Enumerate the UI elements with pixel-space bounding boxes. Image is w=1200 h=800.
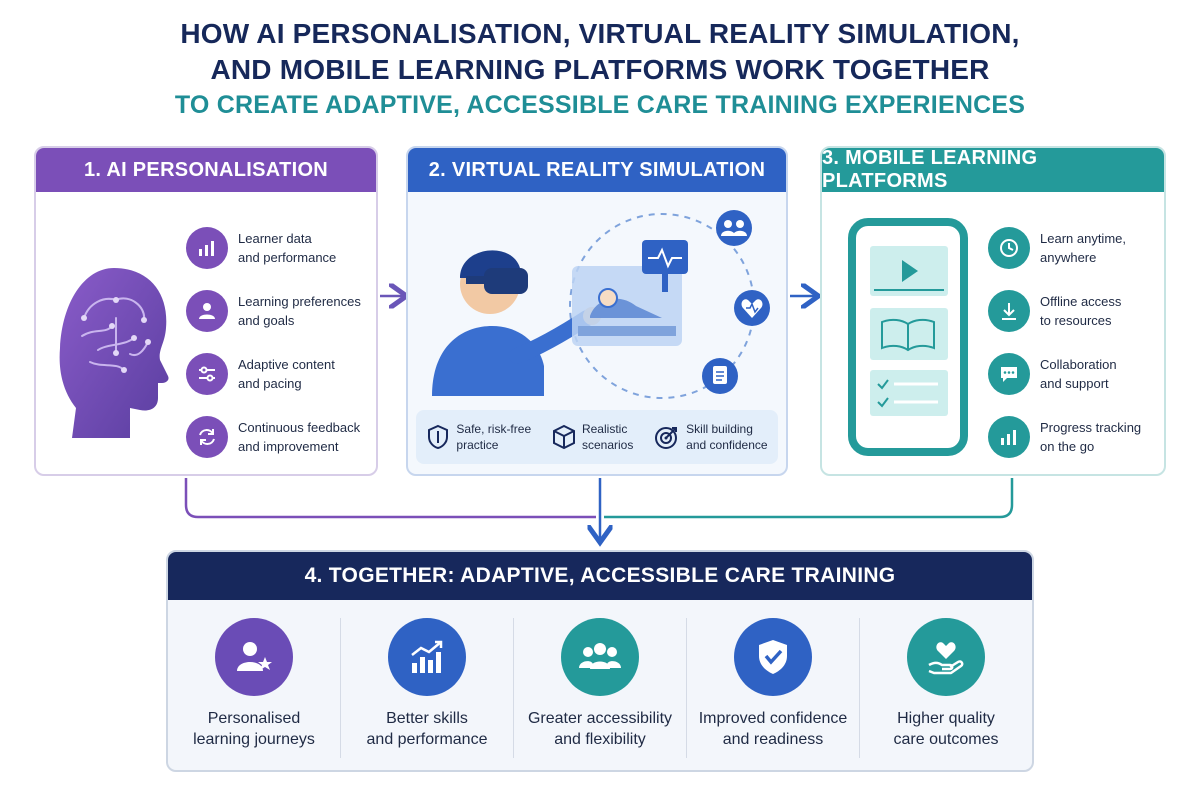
sliders-icon xyxy=(186,352,228,395)
page-title: HOW AI PERSONALISATION, VIRTUAL REALITY … xyxy=(0,16,1200,122)
panel-mobile-learning: 3. MOBILE LEARNING PLATFORMS Learn anyti… xyxy=(820,146,1166,476)
outcome-label: Personalised learning journeys xyxy=(193,710,315,748)
feature-label: Safe, risk-free practice xyxy=(456,422,532,452)
title-line-2: AND MOBILE LEARNING PLATFORMS WORK TOGET… xyxy=(210,54,990,85)
panel-ai-personalisation: 1. AI PERSONALISATION Learner data a xyxy=(34,146,378,476)
outcome-label: Better skills and performance xyxy=(366,710,488,748)
list-item: Adaptive content and pacing xyxy=(186,342,376,405)
title-line-1: HOW AI PERSONALISATION, VIRTUAL REALITY … xyxy=(180,18,1020,49)
panel-vr-title: 2. VIRTUAL REALITY SIMULATION xyxy=(408,148,786,192)
panel-together-title: 4. TOGETHER: ADAPTIVE, ACCESSIBLE CARE T… xyxy=(168,552,1032,600)
feature-label: Realistic scenarios xyxy=(581,422,634,452)
list-item: Safe, risk-free practice xyxy=(426,421,531,453)
list-item: Learn anytime, anywhere xyxy=(988,216,1164,279)
title-line-3: TO CREATE ADAPTIVE, ACCESSIBLE CARE TRAI… xyxy=(174,91,1026,119)
item-label: Learn anytime, anywhere xyxy=(1040,230,1126,265)
list-item: Skill building and confidence xyxy=(654,421,768,453)
outcome-label: Higher quality care outcomes xyxy=(893,710,999,748)
list-item: Higher quality care outcomes xyxy=(860,618,1032,758)
refresh-icon xyxy=(186,415,228,458)
item-label: Collaboration and support xyxy=(1040,356,1117,391)
shield-icon xyxy=(428,424,449,450)
brain-head-icon xyxy=(59,268,169,438)
outcome-label: Improved confidence and readiness xyxy=(698,710,848,748)
group-icon xyxy=(561,618,639,696)
list-item: Improved confidence and readiness xyxy=(687,618,860,758)
vr-simulation-illustration xyxy=(432,210,770,399)
list-item: Personalised learning journeys xyxy=(168,618,341,758)
item-label: Offline access to resources xyxy=(1040,293,1122,328)
outcome-label: Greater accessibility and flexibility xyxy=(527,710,673,748)
connector-mobile-down xyxy=(604,478,1014,519)
vr-feature-bar: Safe, risk-free practice Realistic scena… xyxy=(416,410,778,464)
person-star-icon xyxy=(215,618,293,696)
panel-mobile-title: 3. MOBILE LEARNING PLATFORMS xyxy=(822,148,1164,192)
cube-icon xyxy=(552,424,575,450)
item-label: Progress tracking on the go xyxy=(1040,419,1142,454)
shield-check-icon xyxy=(734,618,812,696)
mobile-item-list: Learn anytime, anywhere Offline access t… xyxy=(988,216,1164,468)
list-item: Better skills and performance xyxy=(341,618,514,758)
person-icon xyxy=(186,289,228,332)
list-item: Progress tracking on the go xyxy=(988,405,1164,468)
list-item: Offline access to resources xyxy=(988,279,1164,342)
feature-label: Skill building and confidence xyxy=(686,422,768,452)
chat-icon xyxy=(988,352,1030,395)
item-label: Learning preferences and goals xyxy=(238,293,361,328)
bar-chart-icon xyxy=(988,415,1030,458)
list-item: Continuous feedback and improvement xyxy=(186,405,376,468)
download-icon xyxy=(988,289,1030,332)
heart-hand-icon xyxy=(907,618,985,696)
item-label: Continuous feedback and improvement xyxy=(238,419,361,454)
target-icon xyxy=(655,427,678,449)
panel-vr-simulation: 2. VIRTUAL REALITY SIMULATION xyxy=(406,146,788,476)
outcome-list: Personalised learning journeys Better sk… xyxy=(168,600,1032,770)
smartphone-icon xyxy=(848,218,968,456)
clock-icon xyxy=(988,226,1030,269)
item-label: Adaptive content and pacing xyxy=(238,356,335,391)
connector-ai-down xyxy=(184,478,596,519)
list-item: Learning preferences and goals xyxy=(186,279,376,342)
bar-chart-icon xyxy=(186,226,228,269)
list-item: Greater accessibility and flexibility xyxy=(514,618,687,758)
list-item: Collaboration and support xyxy=(988,342,1164,405)
ai-item-list: Learner data and performance Learning pr… xyxy=(186,216,376,468)
item-label: Learner data and performance xyxy=(238,230,337,265)
panel-ai-title: 1. AI PERSONALISATION xyxy=(36,148,376,192)
list-item: Learner data and performance xyxy=(186,216,376,279)
growth-chart-icon xyxy=(388,618,466,696)
list-item: Realistic scenarios xyxy=(552,421,633,453)
panel-together: 4. TOGETHER: ADAPTIVE, ACCESSIBLE CARE T… xyxy=(166,550,1034,772)
